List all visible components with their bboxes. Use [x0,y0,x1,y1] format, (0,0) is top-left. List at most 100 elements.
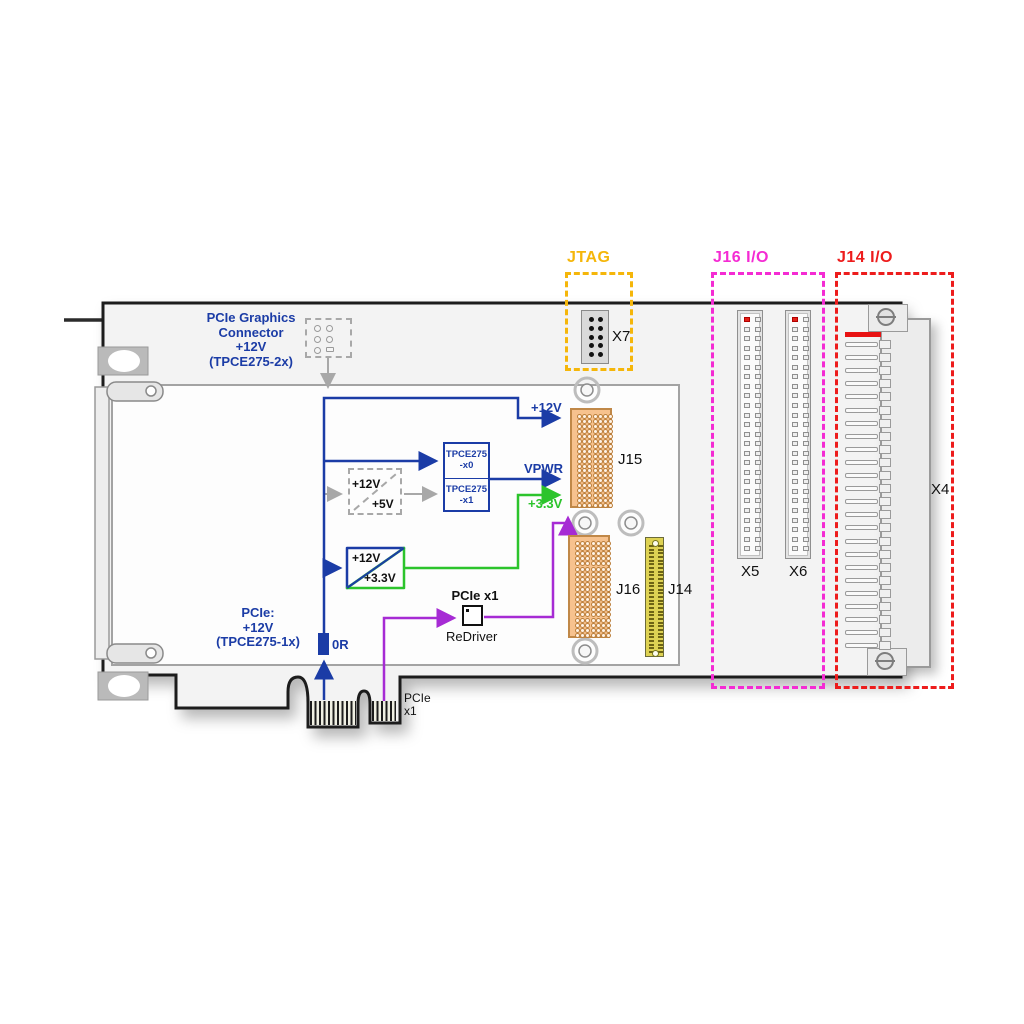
pin [603,418,608,424]
pin [590,622,596,628]
pin [585,622,591,628]
pin [754,383,761,389]
pin [603,488,608,494]
pin [595,617,601,623]
pin [592,443,598,449]
pin [582,433,588,439]
pin [606,586,612,592]
pin [754,508,761,513]
pin [590,586,596,592]
pin [597,478,603,484]
pin [597,503,603,509]
pin [601,571,606,577]
jtag-region-title: JTAG [567,249,611,266]
pcie-power-note: PCIe: +12V (TPCE275-1x) [216,605,300,649]
pin [845,459,878,465]
pin [592,463,598,469]
pin [754,374,761,380]
pin [597,468,603,474]
pin [802,546,809,552]
pin [608,478,614,484]
pin [595,627,601,633]
pin [597,418,603,424]
pin [608,463,614,469]
pin [649,647,654,650]
pin [792,488,798,494]
pin [606,602,612,608]
pin [608,483,614,489]
pin [603,473,608,479]
pin [657,577,663,580]
connector-j16-label: J16 [616,581,641,598]
pin [582,473,588,479]
pin [845,617,878,623]
pin [792,345,798,351]
pin [845,590,878,596]
pin [845,512,878,518]
pin [592,414,598,419]
pin [580,551,586,557]
pin [754,345,761,351]
pin [597,463,603,469]
pin [603,438,608,444]
pin-pad [879,615,891,625]
pin-pad [879,484,891,494]
pin [592,453,598,459]
pin-pad [879,536,891,546]
pin [792,402,798,408]
pin [582,428,588,434]
pin [802,336,809,342]
pin [657,555,663,558]
pin [582,414,588,419]
optional-supply-out-label: +5V [372,497,394,511]
pin [582,488,588,494]
pin [657,548,663,551]
pin [802,364,809,370]
pin-pad [879,510,891,520]
pin [649,588,654,591]
pin [585,571,591,577]
pin [744,374,750,380]
pin [577,488,582,494]
pin [608,468,614,474]
pin [608,473,614,479]
pin [608,423,614,429]
pin [585,576,591,582]
pin [603,443,608,449]
pin [606,627,612,633]
pin [598,352,603,358]
pin [580,597,586,603]
pin [603,448,608,454]
pin [649,603,654,606]
pin [845,525,878,531]
pin [802,374,809,380]
pin [592,503,598,509]
pin [590,602,596,608]
pin [577,433,582,439]
pin [754,527,761,533]
optional-supply-wires [320,358,438,511]
pin [575,541,580,546]
pin [606,617,612,623]
pin [601,602,606,608]
pin [845,538,878,544]
pin [802,479,809,485]
pin [657,618,663,620]
pin [744,393,750,399]
pin [587,433,593,439]
pin [802,431,809,437]
mounting-holes [571,376,645,665]
pin [585,607,591,613]
pin [582,423,588,429]
pin [608,498,614,504]
pin [577,498,582,504]
pin [590,546,596,552]
pin [580,622,586,628]
pin [754,450,761,456]
pin [754,326,761,332]
pin [592,478,598,484]
pin [603,468,608,474]
optional-supply-block [348,468,402,515]
pin [575,586,580,592]
tpce275-x1-cell: TPCE275 -x1 [445,484,488,506]
